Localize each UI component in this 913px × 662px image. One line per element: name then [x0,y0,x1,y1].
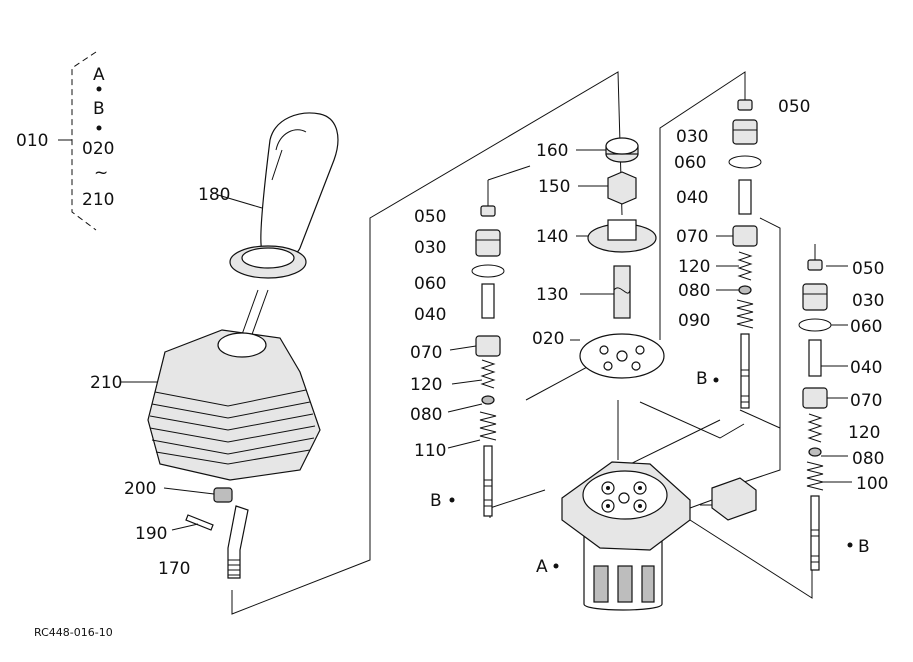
callout-190: 190 [135,524,167,544]
center-callout-080: 080 [410,405,442,425]
right1-callout-090: 090 [678,311,710,331]
right1-callout-b: B [696,369,708,389]
right1-callout-120: 120 [678,257,710,277]
legend-entry-tilde: ~ [94,163,108,183]
right1-callout-070: 070 [676,227,708,247]
right2-callout-120: 120 [848,423,880,443]
callout-170: 170 [158,559,190,579]
center-callout-070: 070 [410,343,442,363]
center-callout-030: 030 [414,238,446,258]
right1-callout-060: 060 [674,153,706,173]
legend-group: 010 A B 020 ~ 210 [16,51,114,231]
drawing-code: RC448-016-10 [34,626,113,639]
top-callout-140: 140 [536,227,568,247]
right1-callout-040: 040 [676,188,708,208]
center-valve-column: 050 030 060 040 070 120 080 110 B [410,165,531,517]
right2-callout-080: 080 [852,449,884,469]
body-callout-a: A [536,557,548,577]
right2-callout-040: 040 [850,358,882,378]
legend-entry-b: B [93,99,105,119]
right2-callout-b: B [858,537,870,557]
right1-callout-050: 050 [778,97,810,117]
top-callout-160: 160 [536,141,568,161]
center-callout-b: B [430,491,442,511]
top-callout-150: 150 [538,177,570,197]
center-callout-060: 060 [414,274,446,294]
top-center-stack: 160 150 140 130 020 [532,137,665,379]
right-valve-column-1: 050 030 060 040 070 120 080 090 B [674,97,810,409]
legend-entry-020: 020 [82,139,114,159]
legend-entry-a: A [93,65,105,85]
top-callout-020: 020 [532,329,564,349]
callout-210: 210 [90,373,122,393]
callout-200: 200 [124,479,156,499]
right2-callout-060: 060 [850,317,882,337]
legend-part-number: 010 [16,131,48,151]
center-callout-120: 120 [410,375,442,395]
right2-callout-100: 100 [856,474,888,494]
right2-callout-030: 030 [852,291,884,311]
center-callout-050: 050 [414,207,446,227]
right1-callout-080: 080 [678,281,710,301]
joystick-handle-assembly: 180 210 200 190 170 [90,112,339,579]
center-callout-040: 040 [414,305,446,325]
legend-entry-210: 210 [82,190,114,210]
callout-180: 180 [198,185,230,205]
center-callout-110: 110 [414,441,446,461]
top-callout-130: 130 [536,285,568,305]
right-valve-column-2: 050 030 060 040 070 120 080 100 B [798,244,888,571]
valve-body-a: A [536,461,757,611]
right2-callout-070: 070 [850,391,882,411]
right2-callout-050: 050 [852,259,884,279]
right1-callout-030: 030 [676,127,708,147]
